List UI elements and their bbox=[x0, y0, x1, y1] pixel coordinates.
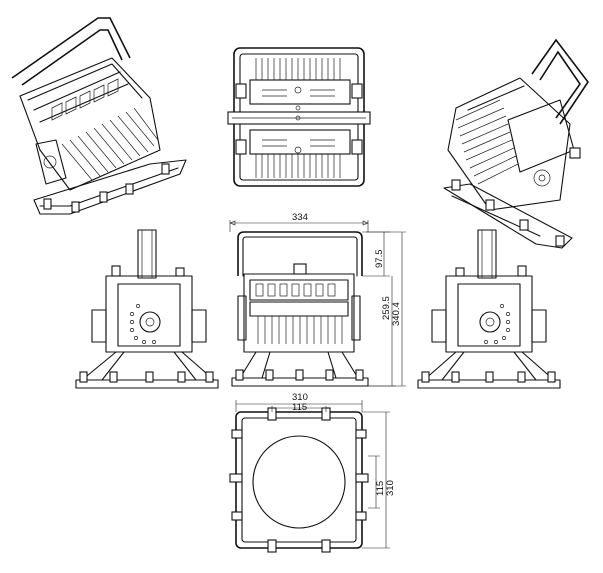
dim-handle-height: 97.5 bbox=[374, 250, 385, 269]
dim-body-height: 259.5 bbox=[381, 296, 392, 320]
side-view-left bbox=[75, 229, 219, 389]
dim-width-top: 334 bbox=[292, 212, 308, 223]
isometric-view-left bbox=[11, 17, 187, 215]
isometric-view-right bbox=[443, 38, 589, 249]
top-view bbox=[227, 47, 371, 187]
base-view: 310 115 115 310 bbox=[229, 392, 396, 553]
dim-total-height: 340.4 bbox=[391, 302, 402, 326]
dim-base-width: 310 bbox=[292, 392, 308, 403]
dim-base-side-inner: 115 bbox=[375, 481, 386, 496]
dim-base-inner: 115 bbox=[292, 402, 307, 413]
front-view: 334 97.5 259.5 340.4 bbox=[229, 212, 406, 387]
side-view-right bbox=[417, 229, 561, 389]
dim-base-side: 310 bbox=[385, 480, 396, 496]
